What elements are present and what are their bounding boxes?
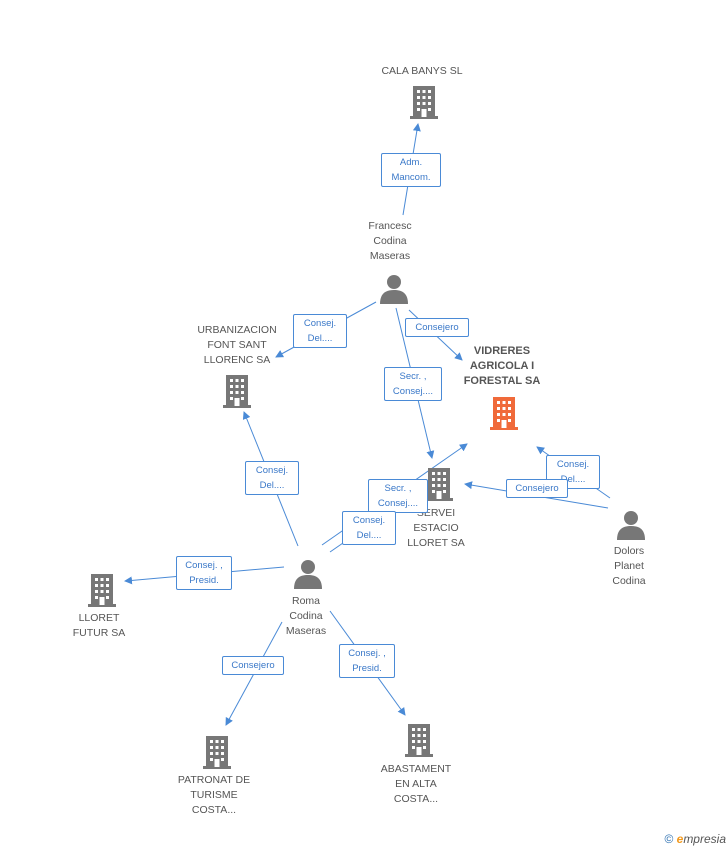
role-line: Secr. , <box>399 371 427 382</box>
role-line: Del.... <box>356 530 382 541</box>
role-line: Consej. , <box>185 560 223 571</box>
node-vidreres[interactable]: VIDRERES AGRICOLA I FORESTAL SA <box>456 344 548 389</box>
role-line: Secr. , <box>384 483 412 494</box>
node-abastament[interactable]: ABASTAMENT EN ALTA COSTA... <box>376 762 456 807</box>
edge-label-consejero[interactable]: Consejero <box>222 656 284 675</box>
role-line: Presid. <box>189 575 219 586</box>
edge-label-consejero[interactable]: Consejero <box>506 479 568 498</box>
edge-label-consej-presid[interactable]: Consej. , Presid. <box>339 644 395 678</box>
role-line: Consej. <box>303 318 337 329</box>
role-line: Del.... <box>560 474 586 485</box>
edge-label-secr-consej[interactable]: Secr. , Consej.... <box>384 367 442 401</box>
brand-name: mpresia <box>683 832 726 846</box>
role-line: Consej. <box>255 465 289 476</box>
edges <box>124 123 611 726</box>
node-francesc[interactable]: Francesc Codina Maseras <box>356 219 424 264</box>
edge-label-consejero[interactable]: Consejero <box>405 318 469 337</box>
node-patronat[interactable]: PATRONAT DE TURISME COSTA... <box>176 773 252 818</box>
role-line: Del.... <box>307 333 333 344</box>
building-icon[interactable] <box>425 468 453 501</box>
building-icon[interactable] <box>203 736 231 769</box>
person-label: Francesc Codina Maseras <box>368 220 412 262</box>
copyright-symbol: © <box>664 832 674 846</box>
brand-logo-e: e <box>676 832 684 846</box>
building-icon[interactable] <box>405 724 433 757</box>
role-line: Consej.... <box>392 386 434 397</box>
role-line: Consejero <box>231 660 275 671</box>
role-line: Consej. <box>556 459 590 470</box>
node-lloret-futur[interactable]: LLORET FUTUR SA <box>62 611 136 641</box>
edge-label-consej-del[interactable]: Consej. Del.... <box>293 314 347 348</box>
role-line: Presid. <box>352 663 382 674</box>
company-label: PATRONAT DE TURISME COSTA... <box>177 774 251 816</box>
edge-label-consej-del[interactable]: Consej. Del.... <box>245 461 299 495</box>
role-line: Consej. , <box>348 648 386 659</box>
company-label: URBANIZACION FONT SANT LLORENC SA <box>197 324 277 366</box>
role-line: Adm. <box>399 157 423 168</box>
person-icon[interactable] <box>294 560 322 589</box>
role-line: Consej.... <box>377 498 419 509</box>
edge-label-consej-presid[interactable]: Consej. , Presid. <box>176 556 232 590</box>
node-dolors[interactable]: Dolors Planet Codina <box>602 544 656 589</box>
footer-brand: © empresia <box>664 832 726 846</box>
node-roma[interactable]: Roma Codina Maseras <box>274 594 338 639</box>
company-label: ABASTAMENT EN ALTA COSTA... <box>380 763 452 805</box>
company-label: CALA BANYS SL <box>381 65 463 77</box>
edge-label-secr-consej[interactable]: Secr. , Consej.... <box>368 479 428 513</box>
node-urbanizacion[interactable]: URBANIZACION FONT SANT LLORENC SA <box>190 323 284 368</box>
edge-label-consej-del[interactable]: Consej. Del.... <box>342 511 396 545</box>
person-label: Dolors Planet Codina <box>612 545 646 587</box>
building-icon[interactable] <box>410 86 438 119</box>
building-icon[interactable] <box>88 574 116 607</box>
edge-label-adm-mancom[interactable]: Adm. Mancom. <box>381 153 441 187</box>
building-icon[interactable] <box>490 397 518 430</box>
role-line: Del.... <box>259 480 285 491</box>
company-label: LLORET FUTUR SA <box>72 612 126 639</box>
role-line: Consejero <box>415 322 459 333</box>
person-icon[interactable] <box>617 511 645 540</box>
role-line: Mancom. <box>391 172 431 183</box>
company-label-main: VIDRERES AGRICOLA I FORESTAL SA <box>463 345 541 387</box>
person-icon[interactable] <box>380 275 408 304</box>
role-line: Consej. <box>352 515 386 526</box>
building-icon[interactable] <box>223 375 251 408</box>
node-cala-banys[interactable]: CALA BANYS SL <box>362 64 482 79</box>
role-line: Consejero <box>515 483 559 494</box>
person-label: Roma Codina Maseras <box>285 595 327 637</box>
